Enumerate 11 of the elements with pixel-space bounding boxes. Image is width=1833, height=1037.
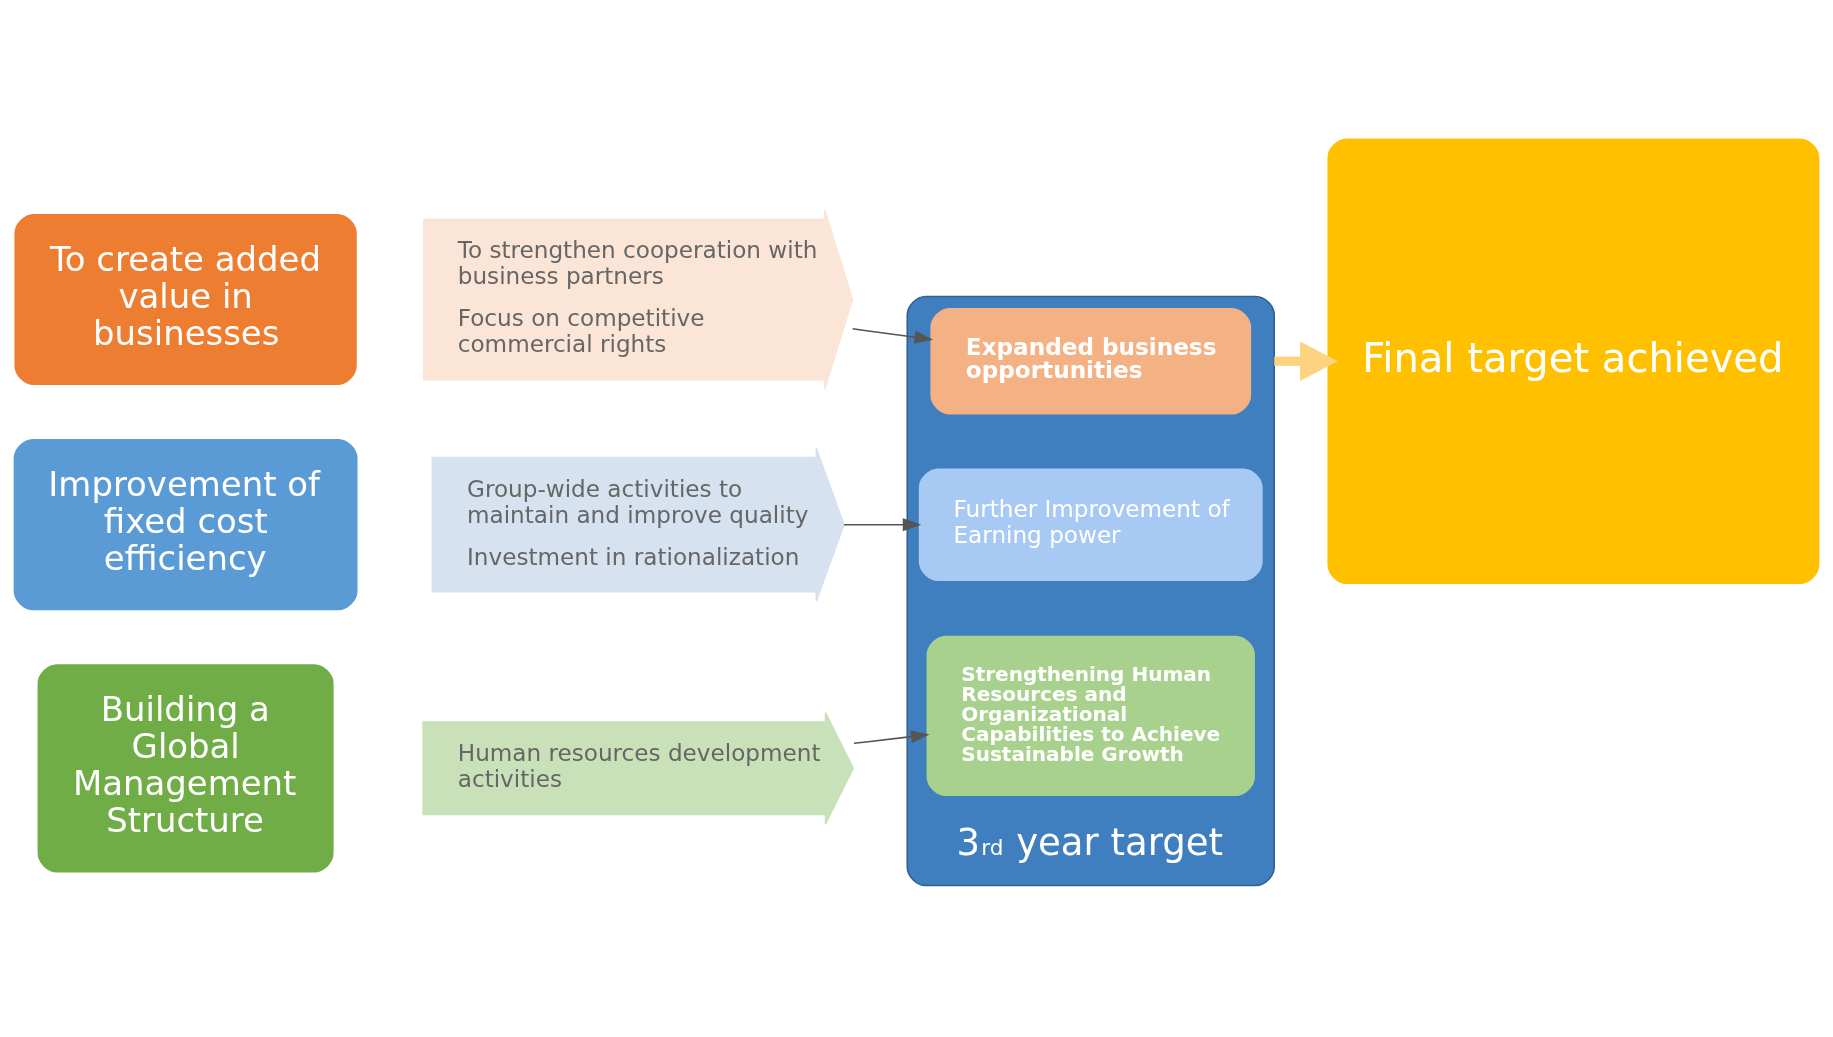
node-box: Expanded business opportunities	[930, 308, 1252, 415]
arrow	[1274, 341, 1338, 381]
node-box: To create added value in businesses	[14, 213, 357, 386]
node-box: Building a Global Management Structure	[37, 664, 334, 873]
node-box: Improvement of fixed cost efficiency	[13, 439, 358, 611]
node-box: Strengthening Human Resources and Organizational Capabilities to Achieve Sustainable Growth	[926, 635, 1255, 797]
arrow	[843, 518, 922, 532]
node-box: Further Improvement of Earning power	[918, 468, 1263, 581]
arrow	[851, 328, 934, 344]
arrow	[853, 730, 930, 745]
node-box: Final target achieved	[1327, 138, 1820, 585]
